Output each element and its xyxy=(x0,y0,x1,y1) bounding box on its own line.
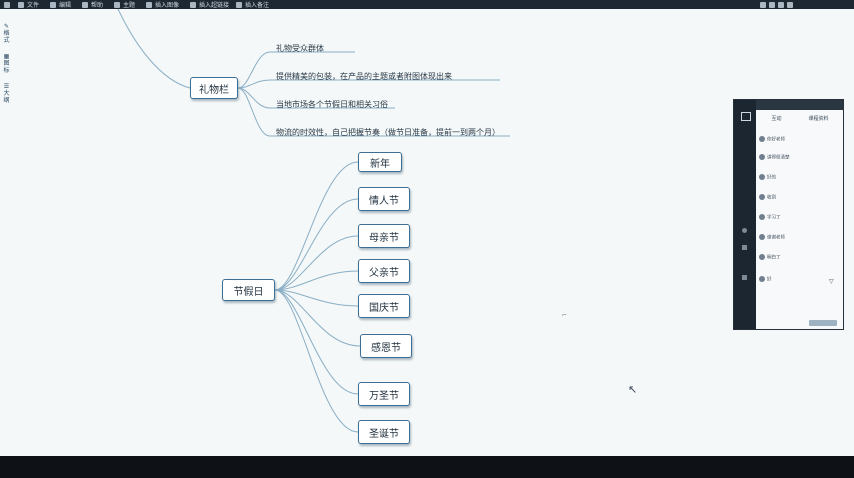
chat-message: 谢谢老师 xyxy=(759,234,785,241)
settings-icon[interactable] xyxy=(742,228,747,233)
toolbar-topic[interactable]: 主题 xyxy=(114,0,135,9)
help-icon xyxy=(82,1,88,8)
tab-materials[interactable]: 课程资料 xyxy=(808,116,829,122)
avatar xyxy=(759,234,765,240)
chat-message: 学习了 xyxy=(759,214,781,221)
link-icon xyxy=(190,1,196,8)
toolbar-insert-note[interactable]: 插入备注 xyxy=(236,0,269,9)
panel-sidebar xyxy=(734,100,756,329)
avatar xyxy=(759,194,765,200)
chat-message: 好 xyxy=(759,276,772,283)
screen-icon[interactable] xyxy=(741,112,751,121)
toolbar-help[interactable]: 帮助 xyxy=(82,0,103,9)
gift-leaf-logistics[interactable]: 物流的时效性，自己把握节奏（做节日准备，提前一到两个月） xyxy=(276,128,500,137)
holiday-national-day[interactable]: 国庆节 xyxy=(358,294,410,318)
bottom-bar xyxy=(0,456,854,478)
share-icon[interactable] xyxy=(742,275,747,280)
file-icon xyxy=(18,1,24,8)
topic-icon xyxy=(114,1,120,8)
menu-icon[interactable] xyxy=(4,0,10,9)
list-icon: ☰ xyxy=(3,83,10,90)
avatar xyxy=(759,174,765,180)
avatar xyxy=(759,214,765,220)
note-icon xyxy=(236,1,242,8)
icon-tool[interactable]: ▦图标 xyxy=(1,53,12,74)
chevron-down-icon[interactable]: ▽ xyxy=(829,278,834,285)
window-controls[interactable] xyxy=(760,0,793,9)
avatar xyxy=(759,254,765,260)
pen-icon: ✎ xyxy=(3,23,10,30)
outline-tool[interactable]: ☰大纲 xyxy=(1,83,12,104)
topic-holidays[interactable]: 节假日 xyxy=(222,279,275,301)
live-chat-panel[interactable]: 互动 课程资料 你好老师 讲得很清楚 好的 收到 学习了 谢谢老师 明白了 好 … xyxy=(733,99,844,330)
toolbar-edit[interactable]: 编辑 xyxy=(50,0,71,9)
toolbar-insert-link[interactable]: 插入超链接 xyxy=(190,0,229,9)
chat-message: 收到 xyxy=(759,194,776,201)
avatar xyxy=(759,136,765,142)
holiday-christmas[interactable]: 圣诞节 xyxy=(358,420,410,444)
chat-message: 明白了 xyxy=(759,254,781,261)
toolbar-file[interactable]: 文件 xyxy=(18,0,39,9)
holiday-mothers-day[interactable]: 母亲节 xyxy=(358,224,410,248)
grid-icon: ▦ xyxy=(3,53,10,60)
people-icon[interactable] xyxy=(742,245,747,250)
holiday-halloween[interactable]: 万圣节 xyxy=(358,382,410,406)
edit-icon xyxy=(50,1,56,8)
holiday-valentines[interactable]: 情人节 xyxy=(358,187,410,211)
holiday-fathers-day[interactable]: 父亲节 xyxy=(358,259,410,283)
topic-gift[interactable]: 礼物栏 xyxy=(190,77,238,99)
cursor-marker-icon: ⌐ xyxy=(562,312,568,319)
toolbar-insert-image[interactable]: 插入图像 xyxy=(146,0,179,9)
gift-leaf-packaging[interactable]: 提供精美的包装，在产品的主题或者附图体现出来 xyxy=(276,72,452,81)
send-button[interactable] xyxy=(809,320,837,326)
avatar xyxy=(759,154,765,160)
holiday-new-year[interactable]: 新年 xyxy=(358,152,402,172)
chat-message: 好的 xyxy=(759,174,776,181)
holiday-thanksgiving[interactable]: 感恩节 xyxy=(360,334,412,358)
chat-message: 讲得很清楚 xyxy=(759,154,790,161)
format-tool[interactable]: ✎格式 xyxy=(1,23,12,44)
panel-tabs: 互动 课程资料 xyxy=(758,115,842,122)
gift-leaf-audience[interactable]: 礼物受众群体 xyxy=(276,44,324,53)
chat-message: 你好老师 xyxy=(759,136,785,143)
gift-leaf-customs[interactable]: 当地市场各个节假日和相关习俗 xyxy=(276,100,388,109)
image-icon xyxy=(146,1,152,8)
left-side-toolbar: ✎格式 ▦图标 ☰大纲 xyxy=(0,9,13,109)
panel-header xyxy=(756,100,843,110)
avatar xyxy=(759,276,765,282)
app-toolbar: 文件 编辑 帮助 主题 插入图像 插入超链接 插入备注 xyxy=(0,0,854,9)
tab-interaction[interactable]: 互动 xyxy=(771,116,782,122)
mouse-cursor-icon: ↖ xyxy=(628,383,638,396)
